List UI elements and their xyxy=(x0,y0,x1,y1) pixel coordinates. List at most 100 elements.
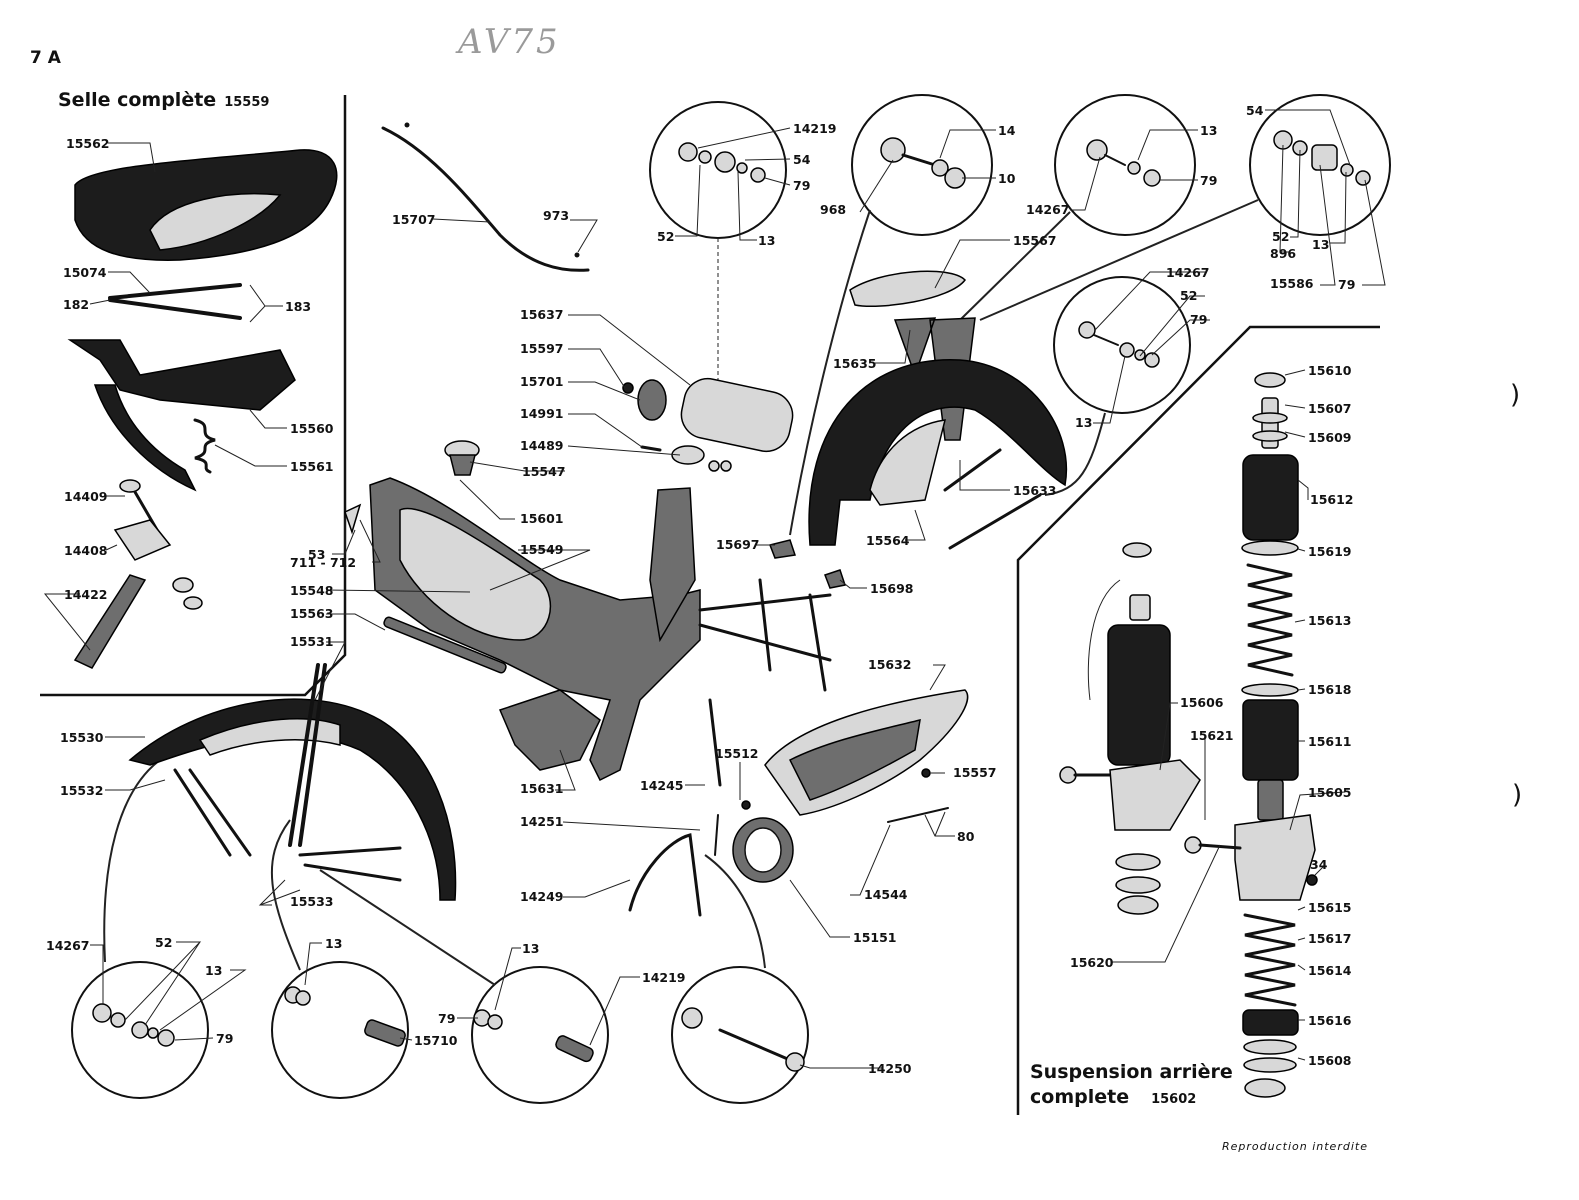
fuel-cap-body xyxy=(449,454,476,476)
part-label: 13 xyxy=(325,936,342,951)
part-label: 52 xyxy=(1180,288,1197,303)
part-label: 14249 xyxy=(520,889,564,904)
part-label: 968 xyxy=(820,202,846,217)
part-label: 15698 xyxy=(870,581,914,596)
part-label: 79 xyxy=(216,1031,233,1046)
rod-rivet-2 xyxy=(574,252,580,258)
rear-mudguard xyxy=(808,359,1068,546)
connector-e xyxy=(1044,412,1106,496)
part-label: 15635 xyxy=(833,356,877,371)
part-label: 53 xyxy=(308,547,325,562)
part-label: 15548 xyxy=(290,583,334,598)
part-label: 52 xyxy=(155,935,172,950)
part-label: 973 xyxy=(543,208,569,223)
part-label: 14422 xyxy=(64,587,108,602)
part-label: 15563 xyxy=(290,606,334,621)
part-label: 15614 xyxy=(1308,963,1352,978)
front-stays-15532 xyxy=(173,768,252,857)
page-number: 7 A xyxy=(30,48,61,68)
part-label: 15560 xyxy=(290,421,334,436)
saddle-frame-arm xyxy=(93,384,197,492)
part-label: 15533 xyxy=(290,894,334,909)
part-label: 14245 xyxy=(640,778,684,793)
saddle-ring-2 xyxy=(183,596,203,610)
bottom-detail-circle-3 xyxy=(471,966,609,1104)
part-label: 79 xyxy=(793,178,810,193)
part-label: 52 xyxy=(1272,229,1289,244)
part-label: 13 xyxy=(1075,415,1092,430)
part-label: 15512 xyxy=(715,746,759,761)
stand-spring-14251 xyxy=(714,814,719,856)
part-label: 15530 xyxy=(60,730,104,745)
margin-mark-top: ) xyxy=(1510,380,1521,410)
luggage-rack-pad xyxy=(849,270,966,308)
part-label: 79 xyxy=(1200,173,1217,188)
part-label: 183 xyxy=(285,299,311,314)
front-stays-15533 xyxy=(298,846,402,882)
connector-bottom-2 xyxy=(270,819,301,971)
footer-notice: Reproduction interdite xyxy=(1222,1140,1368,1153)
frame-rear-struts xyxy=(698,578,832,692)
part-label: 15151 xyxy=(853,930,897,945)
part-label: 80 xyxy=(957,829,975,844)
saddle-spring xyxy=(193,418,216,474)
lamp-washer xyxy=(708,460,720,472)
part-label: 15710 xyxy=(414,1033,458,1048)
frame-headtube xyxy=(649,487,696,643)
handwritten-note: AV75 xyxy=(458,22,561,62)
part-label: 15605 xyxy=(1308,785,1352,800)
saddle-washer xyxy=(119,479,141,493)
part-label: 15609 xyxy=(1308,430,1352,445)
part-label: 15564 xyxy=(866,533,910,548)
part-label: 15637 xyxy=(520,307,564,322)
mudguard-stays xyxy=(943,448,1042,550)
part-label: 15707 xyxy=(392,212,436,227)
connector-bottom-4 xyxy=(704,854,766,969)
part-label: 15633 xyxy=(1013,483,1057,498)
suspension-title-line1: Suspension arrière xyxy=(1030,1061,1233,1083)
part-label: 14267 xyxy=(1166,265,1210,280)
part-labels: 15562 15074 182 183 15560 15561 14409 14… xyxy=(46,103,1355,1076)
lamp-nut xyxy=(720,460,732,472)
connector-d xyxy=(979,199,1259,321)
bottom-detail-4-hardware xyxy=(681,1007,805,1072)
part-label: 15611 xyxy=(1308,734,1352,749)
front-mudguard-highlight xyxy=(198,718,341,756)
detail-c-hardware xyxy=(1086,139,1161,187)
headlamp-ring-hole xyxy=(744,827,782,873)
part-label: 15557 xyxy=(953,765,997,780)
detail-d-hardware xyxy=(1273,130,1371,186)
part-label: 14991 xyxy=(520,406,564,421)
rear-mudguard-inner xyxy=(869,419,946,506)
part-label: 54 xyxy=(793,152,811,167)
detail-circle-b xyxy=(851,94,993,236)
connector-c xyxy=(959,211,1071,321)
chain-guard-lower xyxy=(498,689,601,771)
suspension-right-unit xyxy=(1184,372,1318,1098)
part-label: 54 xyxy=(1246,103,1264,118)
frame-tube-part xyxy=(383,616,507,674)
part-label: 14219 xyxy=(642,970,686,985)
part-label: 15619 xyxy=(1308,544,1352,559)
part-label: 15618 xyxy=(1308,682,1352,697)
reflector-clip-15697 xyxy=(768,539,796,559)
part-label: 896 xyxy=(1270,246,1296,261)
part-label: 14408 xyxy=(64,543,108,558)
part-label: 15549 xyxy=(520,542,564,557)
lamp-body xyxy=(680,377,794,453)
leader-lines xyxy=(43,109,1386,1069)
part-label: 14250 xyxy=(868,1061,912,1076)
part-label: 15631 xyxy=(520,781,564,796)
suspension-assembly-number: 15602 xyxy=(1151,1091,1197,1107)
part-label: 14544 xyxy=(864,887,908,902)
part-label: 79 xyxy=(1190,312,1207,327)
bottom-detail-1-hardware xyxy=(92,1003,175,1047)
part-label: 15601 xyxy=(520,511,564,526)
bottom-detail-circle-4 xyxy=(671,966,809,1104)
stand-14249 xyxy=(628,833,702,917)
part-label: 15586 xyxy=(1270,276,1314,291)
part-label: 79 xyxy=(1338,277,1355,292)
lamp-screw xyxy=(622,382,634,394)
